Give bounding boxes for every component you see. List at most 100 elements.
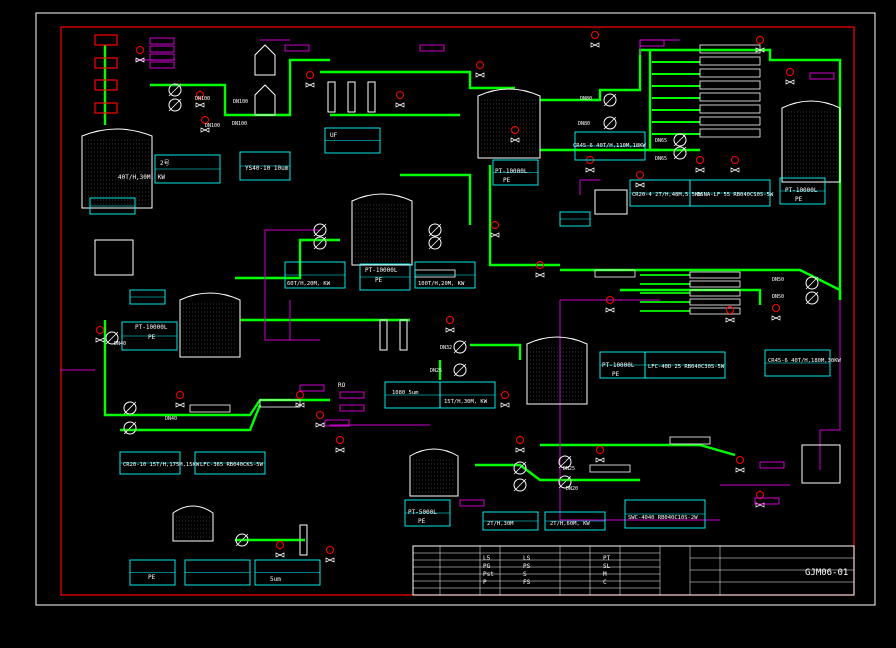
legend-cell: PT xyxy=(603,555,611,562)
pump-8 xyxy=(673,133,687,147)
valve-31 xyxy=(325,557,335,563)
pump-2 xyxy=(313,223,327,237)
pump-mark-14 xyxy=(123,401,137,415)
pump-12 xyxy=(453,340,467,354)
tank-0 xyxy=(81,128,153,209)
cartridge-5 xyxy=(299,524,308,556)
membrane-6 xyxy=(699,116,761,126)
valve-1 xyxy=(195,102,205,108)
pump-mark-12 xyxy=(453,340,467,354)
tag-13 xyxy=(324,419,350,427)
pipe-2 xyxy=(320,70,515,90)
pump-14 xyxy=(123,401,137,415)
outer-frame xyxy=(35,12,876,606)
valve-30 xyxy=(275,552,285,558)
membrane-b2 xyxy=(689,289,741,297)
pump-6 xyxy=(603,93,617,107)
tank-5 xyxy=(526,336,588,405)
pump-mark-11 xyxy=(805,291,819,305)
valve-0 xyxy=(135,57,145,63)
pump-mark-8 xyxy=(673,133,687,147)
tag-1 xyxy=(149,45,175,53)
tag-8 xyxy=(299,384,325,392)
valve-15 xyxy=(535,272,545,278)
tank-7 xyxy=(172,505,214,542)
pump-mark-17 xyxy=(513,478,527,492)
tank1-name: 2号 xyxy=(160,160,170,167)
instrument-18 xyxy=(772,304,780,312)
instrument-13 xyxy=(731,156,739,164)
instrument-16 xyxy=(606,296,614,304)
pump-mark-21 xyxy=(105,331,119,345)
pipe-12 xyxy=(620,288,762,305)
tank5-spec: PE xyxy=(148,334,156,341)
tank-4 xyxy=(179,292,241,358)
pump-mark-19 xyxy=(558,475,572,489)
pump-mark-18 xyxy=(558,455,572,469)
pipe-4 xyxy=(540,48,842,300)
instrument-6 xyxy=(511,126,519,134)
aux-11 xyxy=(579,179,600,195)
instrument-12 xyxy=(696,156,704,164)
instrument-1 xyxy=(196,91,204,99)
tank-body-0 xyxy=(81,128,153,209)
valve-5 xyxy=(475,72,485,78)
tank-body-4 xyxy=(179,292,241,358)
valve-21 xyxy=(295,402,305,408)
tag-0 xyxy=(149,37,175,45)
valve-29 xyxy=(335,447,345,453)
pump-13 xyxy=(453,363,467,377)
instrument-27 xyxy=(756,491,764,499)
tag-11 xyxy=(754,497,780,505)
pump-mark-15 xyxy=(123,421,137,435)
pump-mark-10 xyxy=(805,276,819,290)
instrument-0 xyxy=(136,46,144,54)
pump-mark-4 xyxy=(428,223,442,237)
pump-20 xyxy=(235,533,249,547)
pipe-16 xyxy=(103,320,330,417)
valve-18 xyxy=(771,315,781,321)
valve-9 xyxy=(785,79,795,85)
valve-dn-label: DN50 xyxy=(772,294,784,300)
instrument-23 xyxy=(501,391,509,399)
pump-5 xyxy=(428,236,442,250)
tag-7 xyxy=(809,72,835,80)
pump-mark-20 xyxy=(235,533,249,547)
valve-28 xyxy=(315,422,325,428)
instrument-4 xyxy=(396,91,404,99)
tank-body-7 xyxy=(172,505,214,542)
pump-19 xyxy=(558,475,572,489)
legend-cell: C xyxy=(603,579,607,586)
spec-2t: 2T/H,30M xyxy=(487,521,514,527)
spec-lfc: LFC-365 RB040CKS-5W xyxy=(200,462,264,468)
stack-box-1 xyxy=(94,57,118,69)
valve-dn-label: DN100 xyxy=(232,121,247,127)
pump-1 xyxy=(168,98,182,112)
pump-mark-6 xyxy=(603,93,617,107)
membrane-b4 xyxy=(689,307,741,315)
valve-dn-label: DN40 xyxy=(114,341,126,347)
legend-cell: LS xyxy=(523,555,531,562)
valve-dn-label: DN25 xyxy=(563,466,575,472)
pump-11 xyxy=(805,291,819,305)
tank8-name: PE xyxy=(148,574,156,581)
valve-23 xyxy=(500,402,510,408)
valve-dn-label: DN65 xyxy=(655,138,667,144)
filter-housing-2 xyxy=(254,84,276,116)
legend-cell: M xyxy=(603,571,607,578)
pump-3 xyxy=(313,236,327,250)
legend-cell: SL xyxy=(603,563,611,570)
instrument-2 xyxy=(201,116,209,124)
valve-dn-label: DN50 xyxy=(772,277,784,283)
tank4-name: PT-10000L xyxy=(785,187,818,194)
valve-17 xyxy=(725,317,735,323)
tank-6 xyxy=(409,448,459,497)
spec-pump2: 60T/H,20M, KW xyxy=(287,281,331,287)
tag-3 xyxy=(149,61,175,69)
membrane-7 xyxy=(699,128,761,138)
tank5-name: PT-10000L xyxy=(135,324,168,331)
tank3-spec: PE xyxy=(375,277,383,284)
labels-group: DN100DN100DN100DN100DN80DN80DN65DN65DN50… xyxy=(89,37,835,586)
pump-mark-3 xyxy=(313,236,327,250)
tank-body-6 xyxy=(409,448,459,497)
